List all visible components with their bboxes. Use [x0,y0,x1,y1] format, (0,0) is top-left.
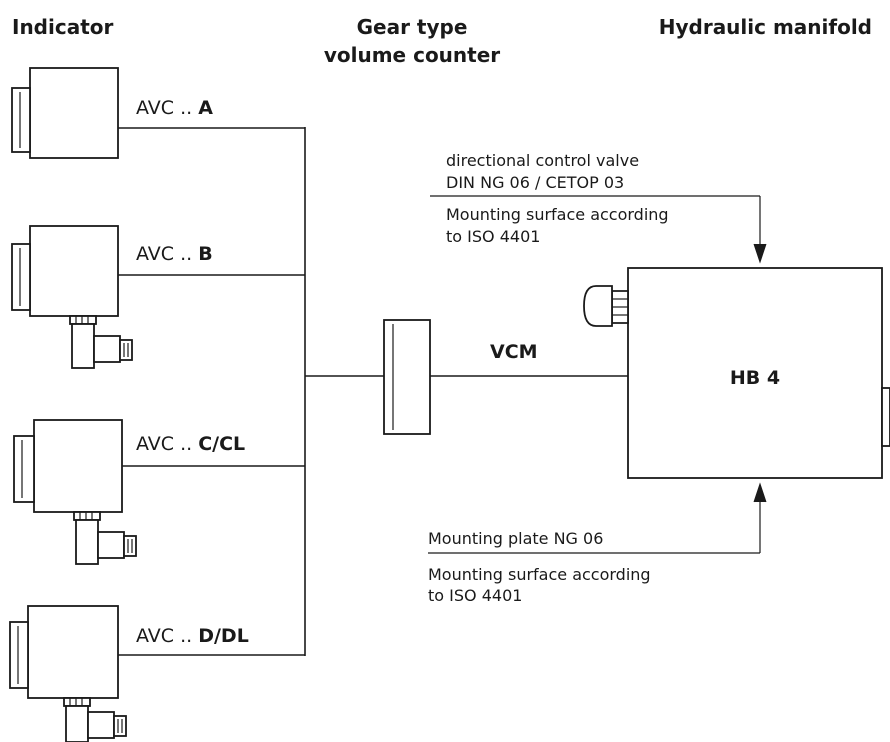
top-note-line2: DIN NG 06 / CETOP 03 [446,173,624,192]
header-hydraulic-manifold: Hydraulic manifold [659,15,872,39]
indicator-d-dl [9,605,127,742]
arrow-down-icon [753,243,767,264]
indicator-a [11,67,119,159]
hydraulic-manifold-hb4 [583,267,890,479]
vcm-label: VCM [490,341,538,363]
bottom-note: Mounting plate NG 06 Mounting surface ac… [428,482,767,605]
bottom-note-line2: Mounting surface according [428,565,651,584]
header-gear-type: Gear type [357,15,468,39]
top-note: directional control valve DIN NG 06 / CE… [430,151,767,264]
indicator-c-cl [13,419,137,565]
top-note-line4: to ISO 4401 [446,227,540,246]
header-indicator: Indicator [12,15,114,39]
connector-plug-icon [63,697,127,742]
manifold-label: HB 4 [730,367,780,389]
top-note-line3: Mounting surface according [446,205,669,224]
top-note-line1: directional control valve [446,151,639,170]
header-volume-counter: volume counter [324,43,500,67]
bottom-note-line3: to ISO 4401 [428,586,522,605]
arrow-up-icon [753,482,767,503]
indicator-label-c-cl: AVC .. C/CL [136,433,245,455]
signal-bus [118,127,384,656]
indicator-b [11,225,133,369]
connector-plug-icon [69,315,133,369]
indicator-label-a: AVC .. A [136,97,213,119]
indicator-label-b: AVC .. B [136,243,213,265]
indicator-label-d-dl: AVC .. D/DL [136,625,249,647]
gear-volume-counter [383,319,431,435]
connector-plug-icon [73,511,137,565]
bottom-note-line1: Mounting plate NG 06 [428,529,603,548]
